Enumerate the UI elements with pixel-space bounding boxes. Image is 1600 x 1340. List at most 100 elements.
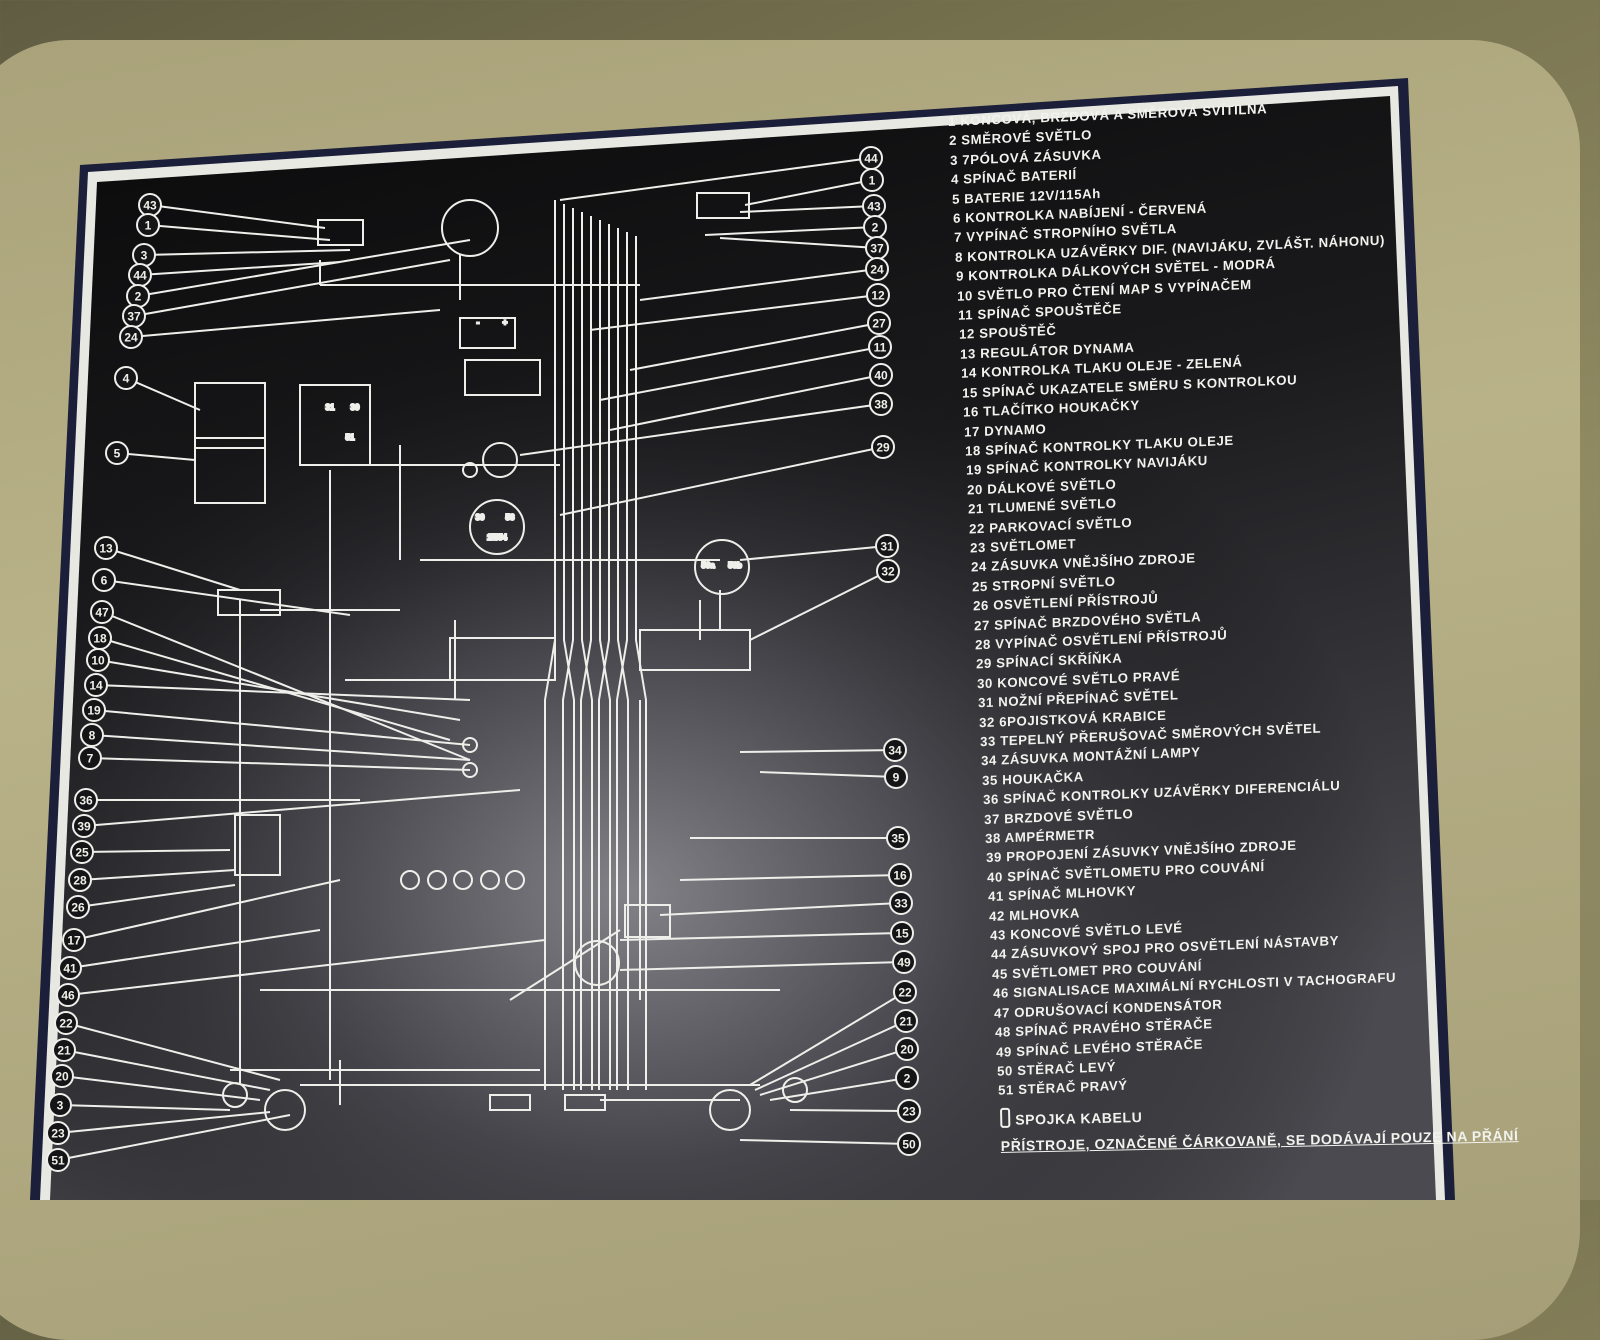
callout-31: 31: [875, 534, 899, 558]
leader-line: [759, 1048, 908, 1096]
callout-circle: [897, 1132, 921, 1156]
callout-number: 44: [133, 269, 147, 283]
callout-number: 46: [61, 989, 75, 1003]
leader-line: [769, 1077, 908, 1101]
callout-32: 32: [876, 559, 900, 583]
callout-circle: [114, 366, 138, 390]
leader-line: [754, 1020, 907, 1091]
callout-circle: [74, 788, 98, 812]
callout-number: 28: [73, 874, 87, 888]
leader-line: [619, 961, 905, 971]
bundle-wire: [616, 232, 628, 1090]
callout-number: 3: [57, 1099, 64, 1113]
callout-circle: [90, 600, 114, 624]
callout-number: 44: [864, 152, 878, 166]
connector-1: [696, 192, 750, 219]
callout-2: 2: [863, 215, 887, 239]
leader-line: [659, 902, 902, 916]
callout-number: 6: [101, 574, 108, 588]
instrument-lamp: [400, 870, 420, 890]
leader-line: [116, 452, 196, 461]
ignition-box: [469, 499, 525, 555]
leader-line: [57, 1114, 291, 1161]
callout-47: 47: [90, 600, 114, 624]
callout-number: 16: [893, 869, 907, 883]
callout-number: 18: [93, 632, 107, 646]
callout-circle: [897, 1099, 921, 1123]
leader-line: [589, 294, 879, 331]
wires: [57, 157, 910, 1161]
callout-number: 9: [893, 771, 900, 785]
callout-16: 16: [888, 863, 912, 887]
callout-6: 6: [92, 568, 116, 592]
callout-44: 44: [859, 146, 883, 170]
terminal-mark: 56: [506, 513, 515, 522]
callout-number: 43: [143, 199, 157, 213]
fuse-box-left: [449, 637, 556, 681]
flasher: [624, 904, 671, 938]
callout-46: 46: [56, 983, 80, 1007]
callout-3: 3: [48, 1093, 72, 1117]
callout-circle: [868, 335, 892, 359]
callout-29: 29: [871, 435, 895, 459]
callout-50: 50: [897, 1132, 921, 1156]
regulator: [459, 317, 516, 349]
callout-circle: [62, 928, 86, 952]
callout-8: 8: [80, 723, 104, 747]
callout-1: 1: [860, 168, 884, 192]
leader-line: [749, 570, 889, 641]
leader-line: [719, 237, 878, 249]
callout-number: 36: [79, 794, 93, 808]
callout-number: 1: [869, 174, 876, 188]
callout-number: 23: [51, 1127, 65, 1141]
callout-number: 50: [902, 1138, 916, 1152]
callout-28: 28: [68, 868, 92, 892]
callout-circle: [869, 392, 893, 416]
bundle-wire: [580, 216, 592, 1090]
callout-circle: [860, 168, 884, 192]
callout-number: 26: [71, 901, 85, 915]
leader-line: [744, 179, 873, 206]
rear-lamp-left: [222, 1082, 248, 1108]
leader-line: [679, 874, 901, 881]
leader-line: [95, 684, 471, 701]
leader-line: [130, 309, 441, 338]
turn-switch: [574, 940, 620, 986]
leader-line: [137, 239, 471, 297]
callout-41: 41: [58, 956, 82, 980]
callout-number: 27: [872, 317, 886, 331]
leader-line: [83, 789, 521, 827]
callout-38: 38: [869, 392, 893, 416]
callout-18: 18: [88, 626, 112, 650]
indicator-lamp: [462, 762, 478, 778]
callout-number: 25: [75, 846, 89, 860]
ammeter: [482, 442, 518, 478]
leader-line: [739, 205, 875, 213]
callout-circle: [890, 921, 914, 945]
instrument-lamp: [505, 870, 525, 890]
callout-circle: [84, 673, 108, 697]
callout-21: 21: [52, 1038, 76, 1062]
callout-2: 2: [126, 284, 150, 308]
callout-34: 34: [883, 738, 907, 762]
callout-27: 27: [867, 311, 891, 335]
leader-line: [629, 322, 880, 371]
terminal-mark: -: [477, 318, 480, 327]
callout-number: 40: [874, 369, 888, 383]
leader-line: [89, 757, 471, 771]
callout-number: 8: [89, 729, 96, 743]
callout-circle: [884, 765, 908, 789]
leader-line: [125, 377, 201, 411]
callout-number: 51: [51, 1154, 65, 1168]
callout-circle: [78, 746, 102, 770]
leader-line: [93, 709, 471, 746]
callout-22: 22: [54, 1011, 78, 1035]
leader-line: [73, 879, 341, 941]
indicator-lamp: [462, 462, 478, 478]
callout-number: 47: [95, 606, 109, 620]
callout-number: 20: [55, 1070, 69, 1084]
callout-22: 22: [893, 980, 917, 1004]
instrument-lamp: [427, 870, 447, 890]
leader-line: [77, 884, 236, 908]
